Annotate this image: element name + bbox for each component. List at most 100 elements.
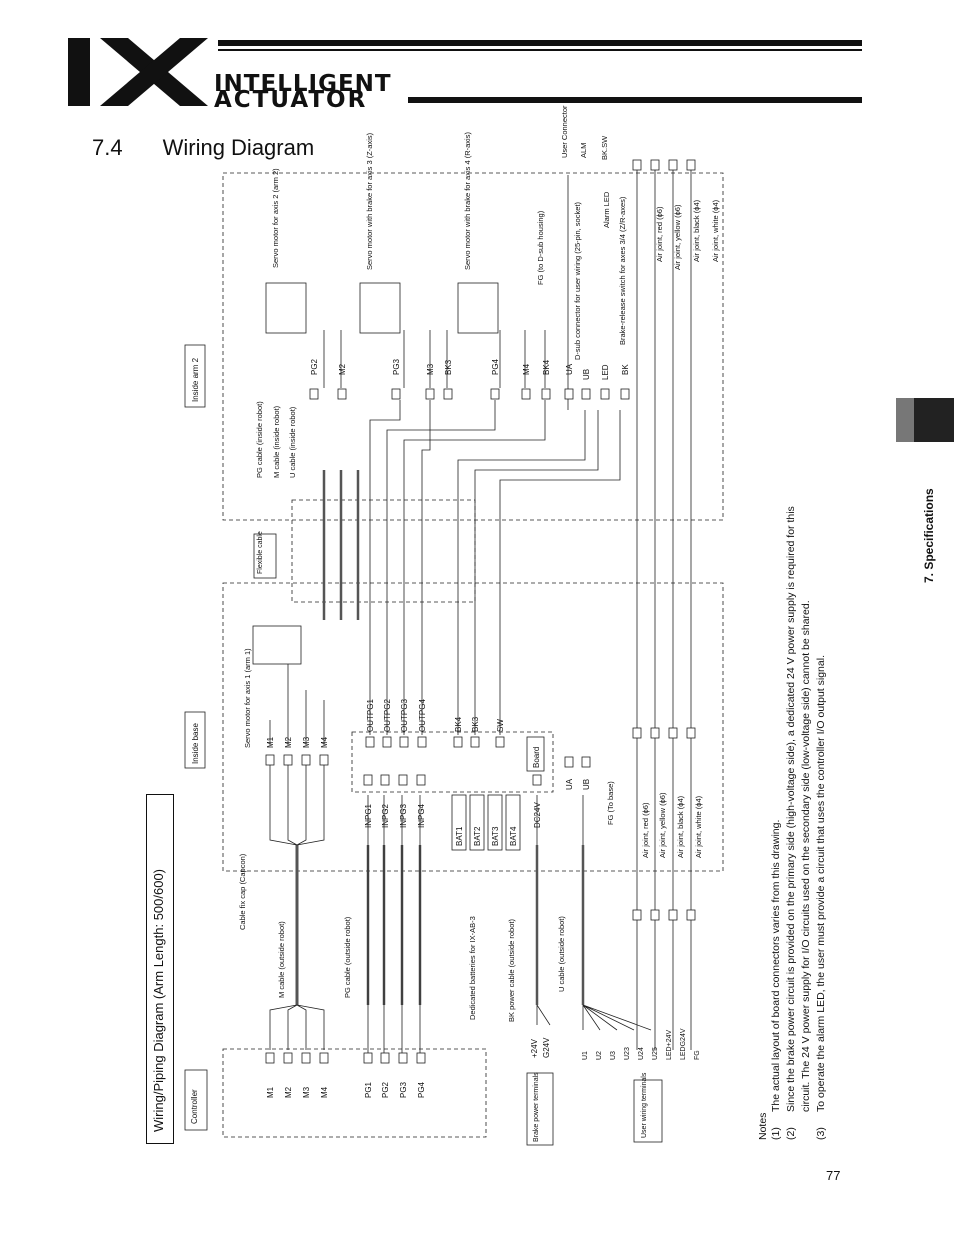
board-in-connector bbox=[380, 774, 390, 786]
air-joint-connector bbox=[632, 909, 642, 921]
controller-connector bbox=[363, 1052, 373, 1064]
brake-power-pin-label: G24V bbox=[542, 1037, 551, 1058]
note-2-line2: circuit. The 24 V power supply for I/O c… bbox=[800, 600, 812, 1112]
label-fg-to-base: FG (To base) bbox=[606, 781, 615, 825]
controller-connector bbox=[301, 1052, 311, 1064]
board-label: Board bbox=[532, 747, 541, 768]
board-out-port-label: OUTPG2 bbox=[383, 699, 392, 732]
base-u-connector bbox=[581, 756, 591, 768]
note-2-num: (2) bbox=[785, 1127, 797, 1140]
board-out-connector bbox=[365, 736, 375, 748]
arm-connector bbox=[391, 388, 401, 400]
arm-port-label: M4 bbox=[522, 363, 531, 375]
brand-line2: ACTUATOR bbox=[214, 87, 368, 113]
air-joint-connector bbox=[686, 909, 696, 921]
controller-connector bbox=[265, 1052, 275, 1064]
controller-port-label: M3 bbox=[302, 1086, 311, 1098]
brand-line1: INTELLIGENT bbox=[214, 71, 392, 97]
board-out-connector bbox=[495, 736, 505, 748]
user-pin-label: U25 bbox=[652, 1047, 659, 1060]
label-air-white: Air joint, white (ϕ4) bbox=[711, 199, 720, 262]
base-u-port-label: UB bbox=[582, 779, 591, 790]
controller-label: Controller bbox=[190, 1089, 199, 1124]
board-in-connector bbox=[532, 774, 542, 786]
label-dsub-connector: D-sub connector for user wiring (25-pin,… bbox=[573, 202, 582, 360]
air-joint-connector bbox=[668, 909, 678, 921]
arm-connector bbox=[490, 388, 500, 400]
user-pin-label: U2 bbox=[596, 1051, 603, 1060]
label-m-cable-outside: M cable (outside robot) bbox=[277, 921, 286, 998]
chapter-tab-shade bbox=[896, 398, 914, 442]
arm-connector bbox=[541, 388, 551, 400]
arm-connector bbox=[620, 388, 630, 400]
label-base-air-yellow: Air joint, yellow (ϕ6) bbox=[658, 792, 667, 858]
label-fg-to-dsub: FG (to D-sub housing) bbox=[536, 210, 545, 285]
user-pin-label: LEDG24V bbox=[680, 1028, 687, 1060]
air-joint-connector bbox=[632, 727, 642, 739]
arm-connector bbox=[443, 388, 453, 400]
board-out-port-label: OUTPG1 bbox=[366, 699, 375, 732]
label-servo-axis2: Servo motor for axis 2 (arm 2) bbox=[271, 168, 280, 268]
label-alarm-led: Alarm LED bbox=[602, 191, 611, 228]
label-cable-fix-cap: Cable fix cap (Capcon) bbox=[238, 853, 247, 930]
base-m-connector bbox=[265, 754, 275, 766]
board-in-port-label: INPG4 bbox=[417, 803, 426, 828]
user-wiring-terminals-label: User wiring terminals bbox=[641, 1072, 648, 1138]
label-servo-axis1: Servo motor for axis 1 (arm 1) bbox=[243, 648, 252, 748]
note-2-line1: Since the brake power circuit is provide… bbox=[785, 506, 797, 1112]
arm-port-label: PG2 bbox=[310, 358, 319, 375]
board-in-port-label: INPG2 bbox=[381, 803, 390, 828]
board-out-connector bbox=[417, 736, 427, 748]
label-pg-cable-inside: PG cable (inside robot) bbox=[255, 401, 264, 478]
inside-base-label: Inside base bbox=[191, 723, 200, 764]
board-out-port-label: SW bbox=[496, 719, 505, 732]
user-pin-label: FG bbox=[694, 1050, 701, 1060]
label-pg-cable-outside: PG cable (outside robot) bbox=[343, 916, 352, 998]
label-bk-power-cable: BK power cable (outside robot) bbox=[507, 919, 516, 1022]
label-brake-release: Brake-release switch for axes 3/4 (Z/R-a… bbox=[618, 196, 627, 345]
base-m-port-label: M1 bbox=[266, 736, 275, 748]
controller-port-label: M1 bbox=[266, 1086, 275, 1098]
arm-port-label: BK4 bbox=[542, 359, 551, 375]
board-in-port-label: DC24V bbox=[533, 802, 542, 828]
region-controller bbox=[222, 1048, 487, 1138]
brake-power-pin-label: +24V bbox=[530, 1038, 539, 1058]
label-servo-axis4: Servo motor with brake for axis 4 (R-axi… bbox=[463, 132, 472, 270]
controller-port-label: PG2 bbox=[381, 1081, 390, 1098]
label-air-black: Air joint, black (ϕ4) bbox=[692, 199, 701, 262]
battery-label: BAT2 bbox=[473, 826, 482, 846]
note-3-num: (3) bbox=[815, 1127, 827, 1140]
base-u-connector bbox=[564, 756, 574, 768]
user-pin-label: U23 bbox=[624, 1047, 631, 1060]
arm-connector bbox=[521, 388, 531, 400]
arm-port-label: PG3 bbox=[392, 358, 401, 375]
header-rule-mid bbox=[218, 49, 862, 51]
arm-connector bbox=[581, 388, 591, 400]
board-in-connector bbox=[398, 774, 408, 786]
region-flexible bbox=[291, 499, 476, 603]
battery-label: BAT1 bbox=[455, 826, 464, 846]
battery-label: BAT4 bbox=[509, 826, 518, 846]
arm-port-label: PG4 bbox=[491, 358, 500, 375]
label-u-cable-outside: U cable (outside robot) bbox=[557, 916, 566, 992]
label-air-yellow: Air joint, yellow (ϕ6) bbox=[673, 204, 682, 270]
arm-connector bbox=[600, 388, 610, 400]
board-out-connector bbox=[453, 736, 463, 748]
label-u-cable-inside: U cable (inside robot) bbox=[288, 406, 297, 478]
board-out-connector bbox=[470, 736, 480, 748]
label-servo-axis3: Servo motor with brake for axis 3 (Z-axi… bbox=[365, 132, 374, 270]
arm-port-label: BK3 bbox=[444, 359, 453, 375]
inside-arm2-label: Inside arm 2 bbox=[191, 357, 200, 402]
air-joint-connector bbox=[632, 159, 642, 171]
region-inside-arm2 bbox=[222, 172, 724, 521]
arm-connector bbox=[337, 388, 347, 400]
base-m-connector bbox=[283, 754, 293, 766]
board-out-connector bbox=[382, 736, 392, 748]
header-rule-top bbox=[218, 40, 862, 46]
board-in-port-label: INPG3 bbox=[399, 803, 408, 828]
page-number: 77 bbox=[826, 1168, 841, 1183]
board-in-port-label: INPG1 bbox=[364, 803, 373, 828]
section-number: 7.4 bbox=[92, 135, 123, 160]
